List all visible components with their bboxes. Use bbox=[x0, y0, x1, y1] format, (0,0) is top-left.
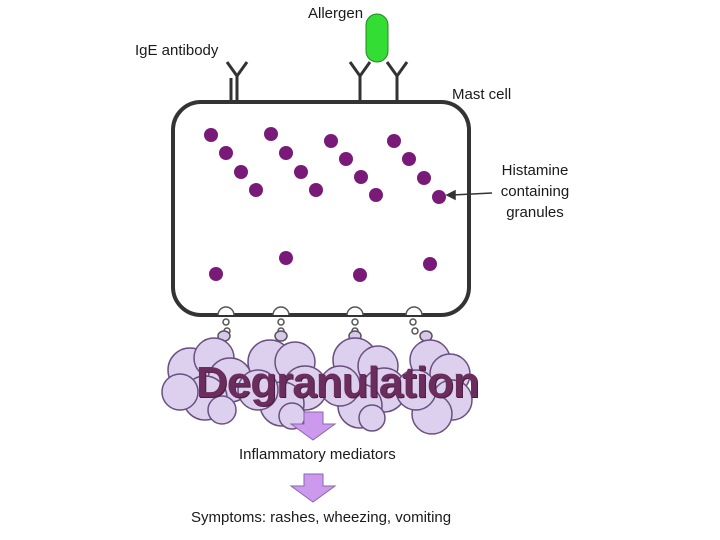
allergen-label: Allergen bbox=[308, 5, 364, 22]
granule bbox=[354, 170, 368, 184]
ige-antibody-middle bbox=[348, 61, 372, 102]
granule bbox=[353, 268, 367, 282]
inflammatory-mediators-label: Inflammatory mediators bbox=[239, 446, 396, 463]
granule bbox=[432, 190, 446, 204]
granule bbox=[209, 267, 223, 281]
symptoms-label: Symptoms: rashes, wheezing, vomiting bbox=[191, 509, 452, 526]
granule bbox=[423, 257, 437, 271]
granule bbox=[309, 183, 323, 197]
granule bbox=[324, 134, 338, 148]
down-arrow-icon bbox=[289, 411, 337, 441]
allergen-molecule bbox=[365, 13, 389, 63]
histamine-pointer-arrow bbox=[445, 189, 493, 201]
histamine-granules bbox=[204, 127, 446, 282]
ige-antibody-label: IgE antibody bbox=[135, 42, 219, 59]
mast-cell-membrane bbox=[171, 100, 471, 317]
granule bbox=[264, 127, 278, 141]
mediator-cloud bbox=[161, 337, 253, 425]
histamine-granules-label: Histamine containing granules bbox=[500, 162, 570, 221]
mediator-cloud bbox=[319, 337, 407, 432]
down-arrow-icon bbox=[289, 473, 337, 503]
granule bbox=[279, 146, 293, 160]
membrane-pores bbox=[217, 306, 433, 342]
ige-antibody-right bbox=[385, 61, 409, 102]
granule bbox=[204, 128, 218, 142]
granule bbox=[234, 165, 248, 179]
granule bbox=[339, 152, 353, 166]
granule bbox=[249, 183, 263, 197]
degranulation-clouds bbox=[161, 337, 473, 435]
granule bbox=[387, 134, 401, 148]
mediator-cloud bbox=[395, 339, 473, 435]
mediator-cloud bbox=[237, 339, 328, 430]
mast-cell-label: Mast cell bbox=[452, 86, 512, 103]
ige-antibody-left bbox=[225, 61, 249, 102]
granule bbox=[294, 165, 308, 179]
granule bbox=[417, 171, 431, 185]
granule bbox=[402, 152, 416, 166]
degranulation-title: Degranulation bbox=[196, 358, 480, 407]
granule bbox=[219, 146, 233, 160]
granule bbox=[369, 188, 383, 202]
granule bbox=[279, 251, 293, 265]
